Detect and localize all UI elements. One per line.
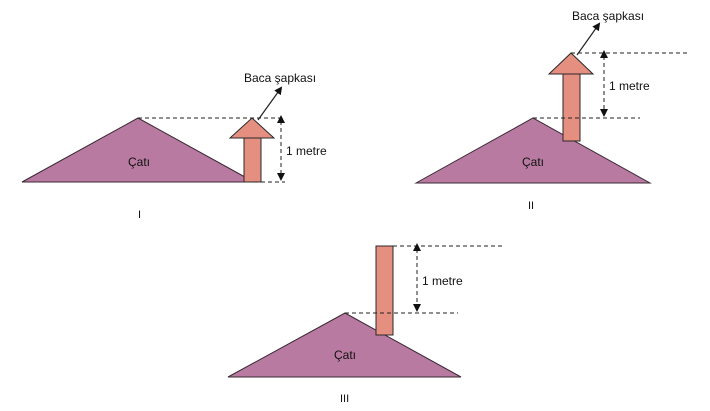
roof-label-one: Çatı <box>128 155 150 169</box>
chimney-body-three <box>375 245 394 336</box>
panel-label-one: I <box>138 209 141 221</box>
cap-pointer-two <box>576 22 601 56</box>
panel-label-two: II <box>528 200 534 212</box>
roof-three <box>227 312 462 378</box>
roof-label-three: Çatı <box>334 348 356 362</box>
cap-label-one: Baca şapkası <box>244 71 316 85</box>
roof-label-two: Çatı <box>522 155 544 169</box>
chimney-cap-one <box>228 117 276 139</box>
height-label-one: 1 metre <box>286 144 327 158</box>
cap-pointer-one <box>257 86 283 121</box>
roof-two <box>414 117 652 184</box>
chimney-cap-two <box>547 52 595 75</box>
chimney-body-two <box>562 72 581 142</box>
roof-one <box>21 117 255 183</box>
panel-one: Çatı 1 metre Baca şapkası I <box>21 71 327 221</box>
height-label-three: 1 metre <box>422 274 463 288</box>
panel-two: Çatı 1 metre Baca şapkası II <box>414 9 688 212</box>
height-label-two: 1 metre <box>609 79 650 93</box>
panel-three: Çatı 1 metre III <box>227 243 503 405</box>
chimney-body-one <box>243 137 262 183</box>
panel-label-three: III <box>340 393 349 405</box>
cap-label-two: Baca şapkası <box>572 9 644 23</box>
